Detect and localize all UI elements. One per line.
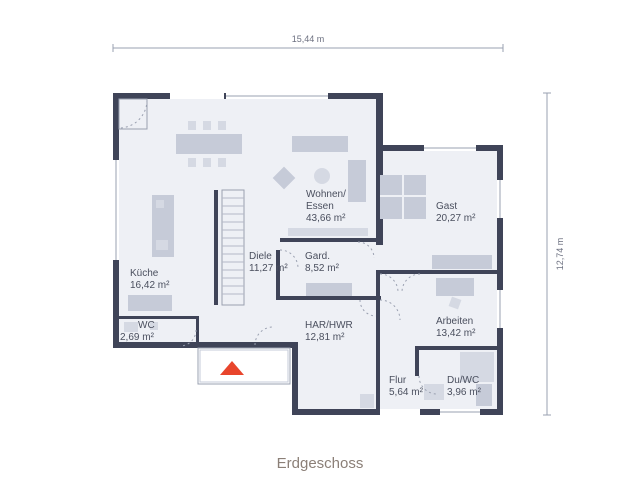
room-wohnen-area: 43,66 m² [306, 213, 346, 224]
room-kueche-name: Küche [130, 268, 159, 279]
width-dimension: 15,44 m [112, 34, 504, 52]
height-dimension-label: 12,74 m [555, 238, 565, 271]
room-wohnen-name: Wohnen/ [306, 189, 346, 200]
staircase [214, 189, 245, 306]
room-diele-name: Diele [249, 251, 272, 262]
room-kueche-area: 16,42 m² [130, 280, 170, 291]
room-duwc-name: Du/WC [447, 375, 479, 386]
room-har-area: 12,81 m² [305, 332, 345, 343]
bathroom-fixtures [424, 352, 494, 406]
room-gard-area: 8,52 m² [305, 263, 340, 274]
utility-fixtures [360, 394, 374, 408]
height-dimension: 12,74 m [543, 92, 565, 416]
dining-table [176, 121, 242, 167]
room-gard-name: Gard. [305, 251, 330, 262]
room-har-name: HAR/HWR [305, 320, 353, 331]
guest-bed [380, 175, 492, 269]
entrance-arrow-icon [220, 361, 244, 375]
width-dimension-label: 15,44 m [292, 34, 325, 44]
wc-fixtures [124, 322, 158, 332]
room-wc-area: 2,69 m² [120, 332, 155, 343]
room-flur-name: Flur [389, 375, 407, 386]
kitchen-furniture [128, 195, 174, 311]
room-arbeiten-name: Arbeiten [436, 316, 473, 327]
room-gast-area: 20,27 m² [436, 213, 476, 224]
windows [113, 93, 503, 415]
entrance [197, 347, 291, 385]
room-diele-area: 11,27 m² [249, 263, 288, 274]
floor-area [118, 98, 498, 410]
office-desk [436, 278, 474, 310]
room-flur-area: 5,64 m² [389, 387, 424, 398]
corner-window [118, 98, 148, 130]
room-labels: Wohnen/ Essen 43,66 m² Gast 20,27 m² Die… [120, 189, 482, 398]
room-duwc-area: 3,96 m² [447, 387, 482, 398]
room-gast-name: Gast [436, 201, 457, 212]
wardrobe [306, 283, 352, 296]
room-wohnen-name2: Essen [306, 201, 334, 212]
room-wc-name: WC [138, 320, 155, 331]
floor-name: Erdgeschoss [276, 455, 364, 472]
room-arbeiten-area: 13,42 m² [436, 328, 476, 339]
door-swings [179, 241, 438, 395]
living-furniture [272, 136, 368, 236]
